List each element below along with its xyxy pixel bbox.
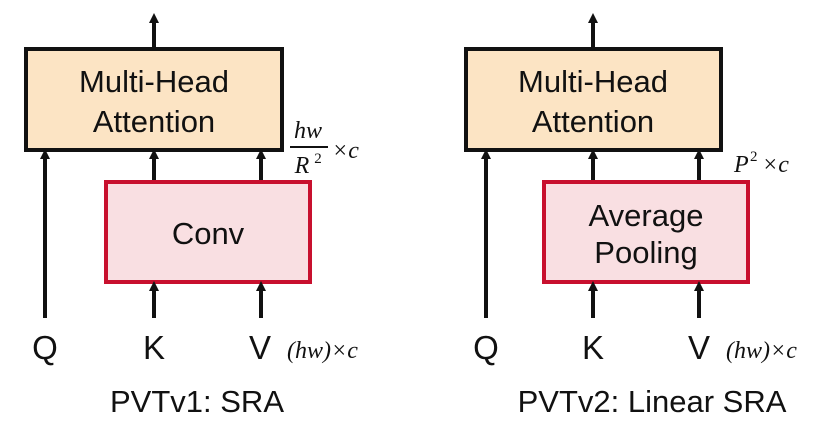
right-q-label: Q <box>473 329 499 366</box>
pvtv1-panel: Multi-Head Attention Conv hw R 2 ×c Q K … <box>24 13 359 419</box>
right-kv-dim-base: P <box>733 152 749 178</box>
left-kv-dim-suffix: ×c <box>332 138 359 164</box>
right-kv-dimension: P 2 ×c <box>733 149 789 178</box>
right-k-label: K <box>582 329 604 366</box>
left-kv-dim-den-exponent: 2 <box>314 151 322 167</box>
right-pooling-line1: Average <box>589 198 704 233</box>
left-attention-line1: Multi-Head <box>79 64 229 99</box>
left-caption: PVTv1: SRA <box>110 384 284 419</box>
right-pooling-line2: Pooling <box>594 235 697 270</box>
left-input-dimension: (hw)×c <box>287 338 358 364</box>
right-kv-dim-suffix: ×c <box>762 152 789 178</box>
right-pooling-box <box>542 180 750 284</box>
left-conv-label: Conv <box>172 216 245 251</box>
right-v-label: V <box>688 329 710 366</box>
left-kv-dim-numerator: hw <box>294 118 322 144</box>
right-input-dim-suffix: ×c <box>770 338 797 364</box>
right-input-dimension: (hw)×c <box>726 338 797 364</box>
left-attention-line2: Attention <box>93 104 215 139</box>
pvtv2-panel: Multi-Head Attention Average Pooling P 2… <box>464 13 797 419</box>
left-k-label: K <box>143 329 165 366</box>
right-input-dim-prefix: (hw) <box>726 338 770 364</box>
left-kv-dim-denominator: R <box>294 153 310 179</box>
right-kv-dim-exponent: 2 <box>750 149 758 165</box>
right-caption: PVTv2: Linear SRA <box>518 384 787 419</box>
right-attention-line1: Multi-Head <box>518 64 668 99</box>
left-kv-dimension: hw R 2 ×c <box>290 118 359 179</box>
left-v-label: V <box>249 329 271 366</box>
left-input-dim-suffix: ×c <box>331 338 358 364</box>
right-attention-box <box>464 47 723 152</box>
left-conv-box <box>104 180 312 284</box>
left-q-label: Q <box>32 329 58 366</box>
right-attention-line2: Attention <box>532 104 654 139</box>
left-input-dim-prefix: (hw) <box>287 338 331 364</box>
